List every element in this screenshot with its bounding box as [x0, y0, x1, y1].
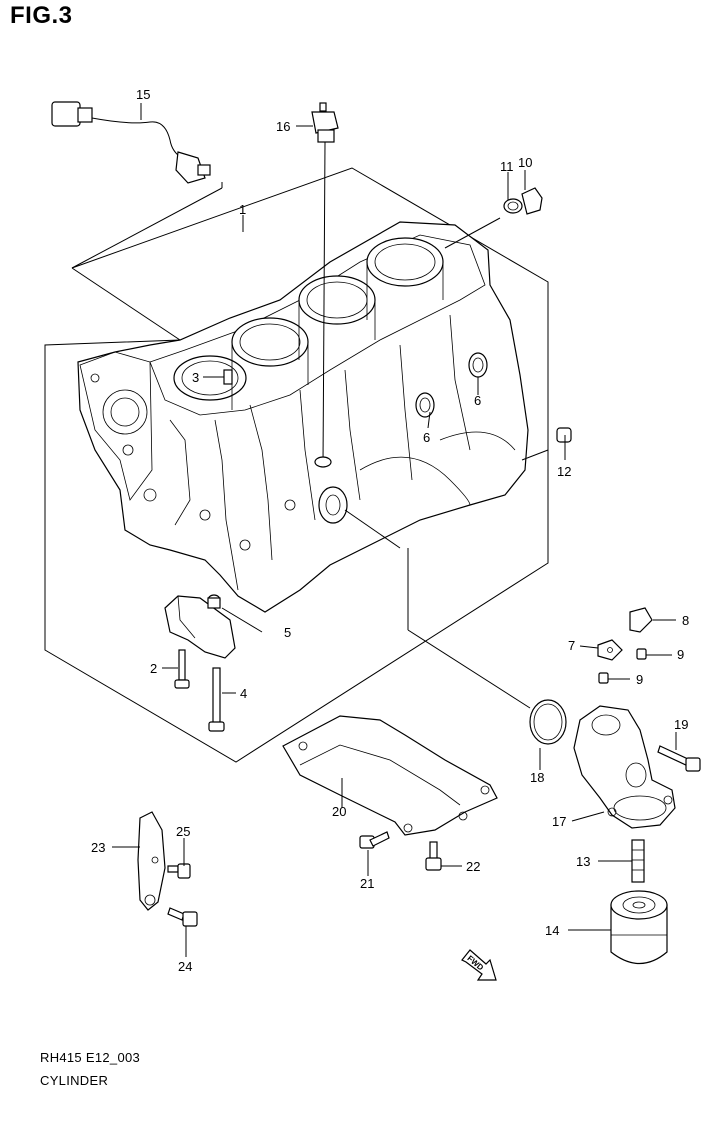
- bolt-24: [167, 907, 198, 927]
- callout-5: 5: [284, 625, 291, 640]
- bracket-8: [629, 607, 653, 633]
- oil-pressure-switch: [311, 102, 339, 468]
- callout-25: 25: [176, 824, 190, 839]
- cylinder-block: [77, 221, 529, 613]
- filter-adapter-17: [573, 705, 676, 829]
- callout-9b: 9: [636, 672, 643, 687]
- knock-sensor-harness: [51, 101, 211, 184]
- leader-lines: [112, 103, 677, 957]
- callout-2: 2: [150, 661, 157, 676]
- baffle-plate-20: [282, 715, 498, 836]
- assembly-outline: [44, 167, 549, 763]
- o-ring-18: [529, 699, 567, 745]
- callout-20: 20: [332, 804, 346, 819]
- callout-24: 24: [178, 959, 192, 974]
- dowel-pin-12: [556, 427, 572, 443]
- oil-filter-14: [610, 890, 668, 964]
- callout-4: 4: [240, 686, 247, 701]
- figure-title: FIG.3: [10, 2, 73, 29]
- callout-17: 17: [552, 814, 566, 829]
- bolt-21: [359, 831, 390, 849]
- callout-15: 15: [136, 87, 150, 102]
- callout-13: 13: [576, 854, 590, 869]
- bolt-22: [425, 841, 442, 871]
- callout-labels: 15 16 11 10 1 3 6 6 12 5 2 4 8 7 9 9 19 …: [91, 87, 689, 974]
- bolt-25: [167, 863, 191, 879]
- bolt-19: [657, 745, 701, 772]
- drawing-name: CYLINDER: [40, 1073, 109, 1088]
- callout-16: 16: [276, 119, 290, 134]
- callout-23: 23: [91, 840, 105, 855]
- callout-10: 10: [518, 155, 532, 170]
- drawing-code: RH415 E12_003: [40, 1050, 141, 1065]
- bolt-4: [208, 667, 225, 732]
- plug-and-gasket: [444, 187, 543, 249]
- callout-14: 14: [545, 923, 559, 938]
- forward-direction-arrow: FWD: [461, 949, 497, 981]
- callout-6a: 6: [474, 393, 481, 408]
- bolt-9b: [598, 672, 609, 684]
- callout-9a: 9: [677, 647, 684, 662]
- callout-21: 21: [360, 876, 374, 891]
- union-bolt-13: [631, 839, 645, 883]
- callout-19: 19: [674, 717, 688, 732]
- callout-3: 3: [192, 370, 199, 385]
- callout-6b: 6: [423, 430, 430, 445]
- callout-7: 7: [568, 638, 575, 653]
- bolt-9a: [636, 648, 647, 660]
- callout-1: 1: [239, 202, 246, 217]
- bracket-plate-23: [137, 811, 166, 911]
- bolt-2: [174, 649, 190, 689]
- callout-18: 18: [530, 770, 544, 785]
- callout-22: 22: [466, 859, 480, 874]
- callout-11: 11: [500, 159, 514, 174]
- bracket-7: [597, 639, 623, 661]
- callout-12: 12: [557, 464, 571, 479]
- callout-8: 8: [682, 613, 689, 628]
- bracket-5: [164, 594, 236, 659]
